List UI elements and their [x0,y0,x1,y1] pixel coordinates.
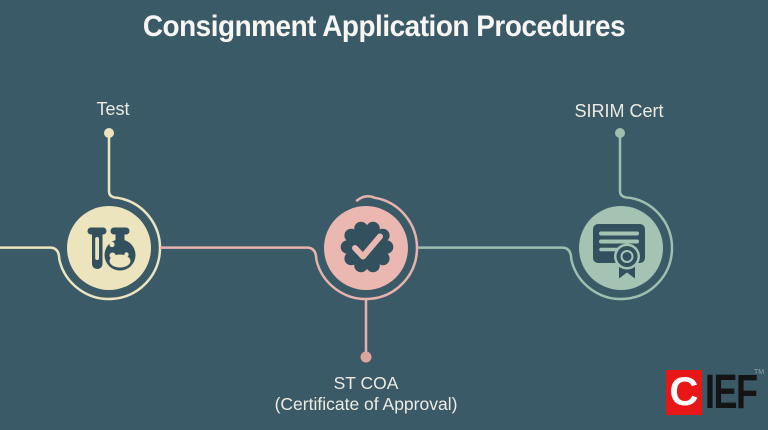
approval-badge-icon [340,221,394,273]
sirim-label-dot [615,128,625,138]
st-coa-label-dot [360,351,372,363]
checkmark-icon [352,233,383,260]
label-test: Test [96,99,130,119]
node-st-coa [159,194,419,363]
logo-trademark: TM [754,369,765,376]
label-st-coa: ST COA (Certificate of Approval) [275,373,458,415]
logo-text-ief: IEF [705,366,758,419]
label-sirim-cert: SIRIM Cert [574,101,664,121]
label-st-coa-sub: (Certificate of Approval) [274,394,458,414]
sirim-connector-line [417,134,674,301]
cief-logo: C IEF TM [666,366,768,419]
test-connector-line [0,134,162,301]
st-coa-connector-line [159,194,419,301]
page-title: Consignment Application Procedures [142,10,626,43]
node-test [0,128,162,301]
node-sirim-cert [417,128,674,301]
lab-flask-icon [87,227,136,271]
logo-letter-c: C [666,370,702,415]
test-label-dot [104,128,114,138]
certificate-icon [593,224,645,279]
label-st-coa-main: ST COA [333,373,399,393]
